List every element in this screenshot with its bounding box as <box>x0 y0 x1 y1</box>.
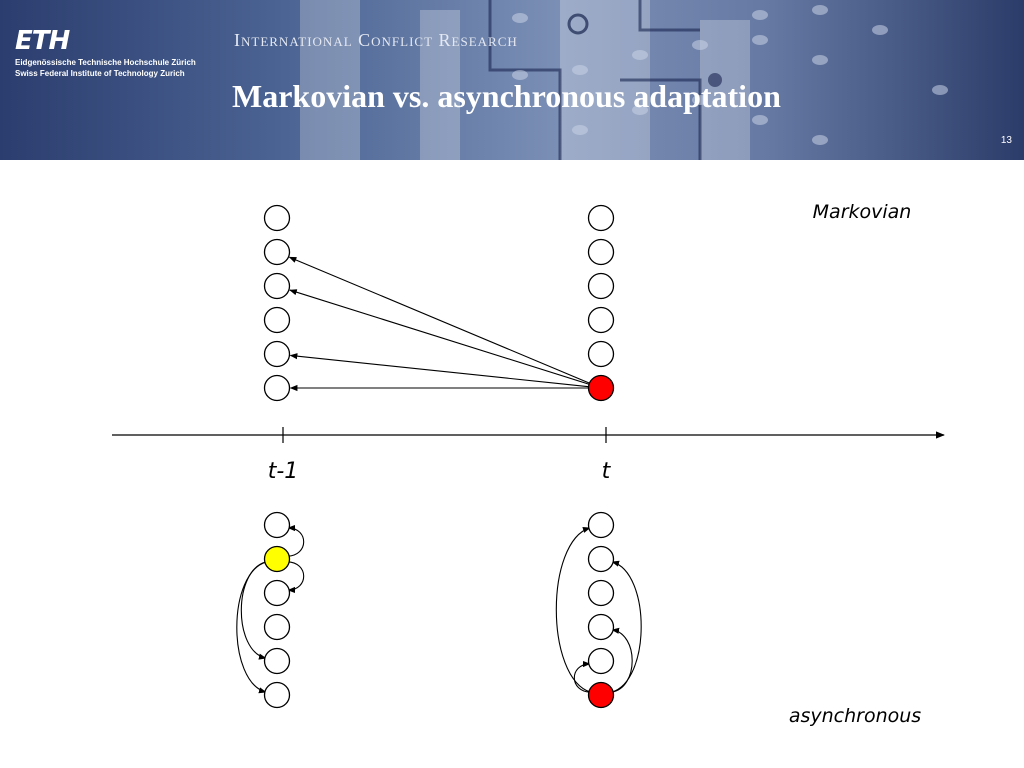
async-prev-node-2 <box>263 579 291 607</box>
async-now-node-2 <box>587 579 615 607</box>
async-now-node-3 <box>587 613 615 641</box>
markov-arrow-1 <box>289 289 590 385</box>
markov-now-node-4 <box>587 340 615 368</box>
async-prev-node-3 <box>263 613 291 641</box>
async-now-curve-2 <box>611 627 633 693</box>
async-now-node-4 <box>587 647 615 675</box>
diagram-edges <box>236 256 642 694</box>
async-prev-curve-2 <box>240 561 267 660</box>
markovian-label: Markovian <box>813 201 912 223</box>
async-prev-node-4 <box>263 647 291 675</box>
async-now-curve-3 <box>573 660 591 693</box>
markov-now-node-0 <box>587 204 615 232</box>
markov-arrow-0 <box>288 256 590 384</box>
async-now-curve-1 <box>611 560 642 693</box>
markov-now-node-5 <box>587 374 615 402</box>
slide-number: 13 <box>1000 135 1012 146</box>
markov-now-node-1 <box>587 238 615 266</box>
async-prev-node-1 <box>263 545 291 573</box>
async-prev-node-0 <box>263 511 291 539</box>
program-name: International Conflict Research <box>234 30 518 50</box>
markov-prev-node-5 <box>263 374 291 402</box>
async-prev-node-5 <box>263 681 291 709</box>
institution-name-german: Eidgenössische Technische Hochschule Zür… <box>15 58 196 67</box>
eth-logo: ETH <box>15 26 70 56</box>
async-now-node-0 <box>587 511 615 539</box>
async-prev-curve-3 <box>236 561 267 694</box>
time-label-t: t <box>602 459 612 484</box>
slide-header: ETH Eidgenössische Technische Hochschule… <box>0 0 1024 160</box>
markov-prev-node-1 <box>263 238 291 266</box>
async-prev-curve-1 <box>287 561 305 594</box>
adaptation-diagram: Markovian asynchronous t-1 t <box>112 201 945 727</box>
async-prev-curve-0 <box>287 524 305 557</box>
async-now-curve-0 <box>555 526 591 693</box>
markov-now-node-3 <box>587 306 615 334</box>
diagram-nodes <box>263 204 615 709</box>
header-background-art <box>300 0 948 160</box>
markov-prev-node-0 <box>263 204 291 232</box>
time-label-t-minus-1: t-1 <box>268 459 299 484</box>
markov-prev-node-2 <box>263 272 291 300</box>
async-now-node-1 <box>587 545 615 573</box>
markov-prev-node-4 <box>263 340 291 368</box>
markov-prev-node-3 <box>263 306 291 334</box>
async-now-node-5 <box>587 681 615 709</box>
asynchronous-label: asynchronous <box>789 705 921 727</box>
markov-arrow-2 <box>289 353 589 388</box>
slide-title: Markovian vs. asynchronous adaptation <box>232 78 781 114</box>
institution-name-english: Swiss Federal Institute of Technology Zu… <box>15 69 185 78</box>
markov-now-node-2 <box>587 272 615 300</box>
